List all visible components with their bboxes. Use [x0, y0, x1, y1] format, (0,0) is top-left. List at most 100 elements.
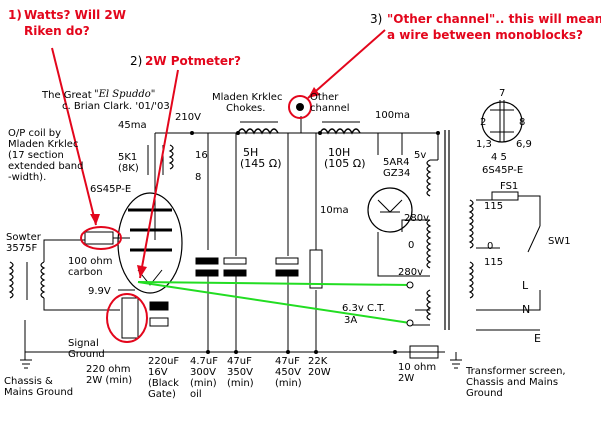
chokes-label-1: Mladen Krklec: [212, 92, 283, 103]
r22k-label-2: 20W: [308, 367, 331, 378]
c47b-label-1: 47uF: [227, 356, 252, 367]
output-tube-label: 6S45P-E: [90, 184, 132, 195]
other-channel-label-2: channel: [310, 103, 350, 114]
c47a-label-2: 300V: [190, 367, 216, 378]
resistor-100-ohm: [84, 231, 114, 245]
switch-label: SW1: [548, 236, 571, 247]
ref-pin-8: 8: [519, 117, 526, 128]
signal-ground-2: Ground: [68, 349, 105, 360]
mains-0: 0: [487, 241, 494, 252]
hv-280v-top: 280v: [404, 213, 430, 224]
annotation-3-number: 3): [370, 12, 383, 26]
xfmr-ground-3: Ground: [466, 388, 503, 399]
annotation-1-number: 1): [8, 8, 22, 22]
terminal-n: N: [522, 303, 531, 316]
r22k-label-1: 22K: [308, 356, 328, 367]
circle-resistor-220-ohm: [106, 293, 148, 343]
pin-16: 16: [195, 150, 208, 161]
choke-5h-resistance: (145 Ω): [240, 157, 282, 170]
c47c-label-3: (min): [275, 378, 302, 389]
resistor-22k: [309, 249, 323, 289]
c47b-label-2: 350V: [227, 367, 253, 378]
output-coil-wire: [154, 132, 192, 240]
current-100ma: 100ma: [375, 110, 410, 121]
ref-pin-7: 7: [499, 88, 506, 99]
hv-0: 0: [408, 240, 415, 251]
choke-10h-resistance: (105 Ω): [324, 157, 366, 170]
signal-ground-1: Signal: [68, 338, 99, 349]
c220-label-3: (Black: [148, 378, 179, 389]
filament-wire-top: [137, 281, 411, 286]
r220-label-2: 2W (min): [86, 375, 133, 386]
ref-pin-13: 1,3: [476, 139, 492, 150]
c47a-label-4: oil: [190, 389, 202, 400]
rectifier-label-a: 5AR4: [383, 157, 410, 168]
output-tube: [117, 192, 183, 294]
chassis-ground-1: Chassis &: [4, 376, 53, 387]
ref-pin-2: 2: [480, 117, 487, 128]
c220-label-4: Gate): [148, 389, 176, 400]
op-coil-label-5: -width).: [8, 172, 47, 183]
resistor-220-ohm: [121, 297, 139, 339]
output-coil: [168, 144, 174, 170]
circle-other-channel: [288, 95, 312, 119]
circle-resistor-100-ohm: [80, 226, 122, 250]
arrow-1: [51, 47, 97, 226]
xfmr-ground-1: Transformer screen,: [466, 366, 566, 377]
rectifier-tube: [367, 187, 413, 233]
c47a-label-3: (min): [190, 378, 217, 389]
terminal-l: L: [522, 279, 529, 292]
current-45ma: 45ma: [118, 120, 147, 131]
choke-5h: [237, 128, 279, 135]
title-prefix: The Great: [42, 90, 92, 101]
choke-10h: [319, 128, 361, 135]
reference-tube: [481, 101, 523, 143]
mains-115-top: 115: [484, 201, 504, 212]
voltage-210v: 210V: [175, 112, 201, 123]
fuse-fs1: [491, 191, 519, 201]
ref-tube-label: 6S45P-E: [482, 165, 524, 176]
c47a-label-1: 4.7uF: [190, 356, 218, 367]
filament-wire-bottom: [137, 281, 411, 324]
arrow-3: [307, 29, 386, 99]
power-transformer-core: [444, 130, 450, 330]
choke-5h-label: 5H: [243, 146, 259, 159]
c220-label-2: 16V: [148, 367, 168, 378]
r5k1-label: 5K1: [118, 152, 138, 163]
c220-label-1: 220uF: [148, 356, 180, 367]
title-name: "El Spuddo": [94, 89, 156, 100]
r10-label-1: 10 ohm: [398, 362, 437, 373]
terminal-e: E: [534, 332, 541, 345]
c47b-label-3: (min): [227, 378, 254, 389]
xfmr-ground-2: Chassis and Mains: [466, 377, 559, 388]
hv-280v-bottom: 280v: [398, 267, 424, 278]
sowter-label-2: 3575F: [6, 243, 38, 254]
chassis-ground-2: Mains Ground: [4, 387, 74, 398]
credit-line: c. Brian Clark. '01/'03: [62, 101, 170, 112]
heater-3a: 3A: [344, 315, 358, 326]
annotation-3-line1: "Other channel".. this will mean: [387, 12, 601, 26]
chokes-label-2: Chokes.: [226, 103, 266, 114]
other-channel-node: [296, 103, 304, 111]
arrow-2: [139, 69, 179, 279]
c47c-label-1: 47uF: [275, 356, 300, 367]
heater-5v: 5v: [414, 150, 427, 161]
ref-pin-69: 6,9: [516, 139, 532, 150]
other-channel-label-1: Other: [310, 92, 339, 103]
annotation-2-number: 2): [130, 54, 143, 68]
current-10ma: 10ma: [320, 205, 349, 216]
annotation-3-line2: a wire between monoblocks?: [387, 28, 583, 42]
annotation-2-text: 2W Potmeter?: [145, 54, 241, 68]
heater-63v: 6.3v C.T.: [342, 303, 386, 314]
op-coil-label-2: Mladen Krklec: [8, 139, 79, 150]
c47c-label-2: 450V: [275, 367, 301, 378]
r220-label-1: 220 ohm: [86, 364, 131, 375]
r100-label-1: 100 ohm: [68, 256, 113, 267]
annotation-1-line1: Watts? Will 2W: [24, 8, 126, 22]
ref-pin-45: 4 5: [491, 152, 507, 163]
cathode-99v: 9.9V: [88, 286, 111, 297]
r100-label-2: carbon: [68, 267, 103, 278]
r8k-label: (8K): [118, 163, 139, 174]
